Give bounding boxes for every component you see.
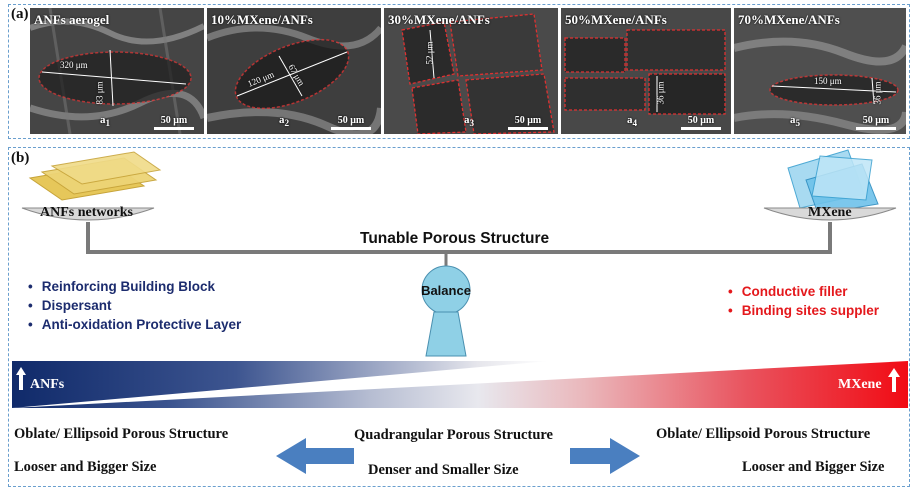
scale-bar: 50 μm <box>681 115 721 130</box>
scale-bar: 50 μm <box>154 115 194 130</box>
up-arrow-shaft <box>19 374 23 390</box>
sem-title: 10%MXene/ANFs <box>211 12 313 27</box>
mxene-flakes-illustration <box>787 149 879 215</box>
sem-image-anfs-aerogel: ANFs aerogel 320 μm 83 μm a1 50 μm <box>30 8 204 134</box>
up-arrow-icon <box>16 367 26 375</box>
scale-bar: 50 μm <box>508 115 548 130</box>
anfs-role-item: Reinforcing Building Block <box>28 279 241 294</box>
sub-label: a5 <box>790 113 801 128</box>
anfs-role-item: Dispersant <box>28 298 241 313</box>
sub-label: a1 <box>100 113 111 128</box>
sem-image-70-mxene: 70%MXene/ANFs 150 μm 36 μm a5 50 μm <box>734 8 906 134</box>
center-size-text: Denser and Smaller Size <box>368 462 519 478</box>
panel-b-balance-schematic <box>8 147 910 487</box>
sem-title: 70%MXene/ANFs <box>738 12 840 27</box>
mxene-bar-label: MXene <box>838 377 882 392</box>
panel-a-sem-images <box>8 4 910 139</box>
sem-title: 30%MXene/ANFs <box>388 12 490 27</box>
anfs-role-item: Anti-oxidation Protective Layer <box>28 317 242 332</box>
sub-label: a4 <box>627 113 638 128</box>
left-scale-plate <box>21 207 155 221</box>
scale-bar: 50 μm <box>856 115 896 130</box>
left-structure-text: Oblate/ Ellipsoid Porous Structure <box>14 426 229 442</box>
up-arrow-shaft <box>892 376 896 392</box>
sem-image-10-mxene: 10%MXene/ANFs 120 μm 67 μm a2 50 μm <box>207 8 381 134</box>
measure-label: 150 μm <box>814 76 842 86</box>
anfs-bar-label: ANFs <box>30 377 65 392</box>
mxene-role-item: Conductive filler <box>728 284 879 299</box>
anfs-networks-label: ANFs networks <box>40 205 133 220</box>
sub-label: a3 <box>464 113 475 128</box>
anfs-network-illustration <box>28 151 162 201</box>
beam-title: Tunable Porous Structure <box>360 230 550 247</box>
right-structure-text: Oblate/ Ellipsoid Porous Structure <box>656 426 871 442</box>
arrow-left <box>276 438 354 474</box>
mxene-role-item: Binding sites suppler <box>728 303 879 318</box>
panel-a-label: (a) <box>11 6 29 22</box>
center-structure-text: Quadrangular Porous Structure <box>354 427 553 443</box>
sem-image-30-mxene: 30%MXene/ANFs 52 μm a3 50 μm <box>384 8 558 134</box>
pore-ellipse <box>769 74 899 106</box>
mxene-role-list: Conductive filler Binding sites suppler <box>728 284 879 322</box>
scale-bar: 50 μm <box>331 115 371 130</box>
panel-b-label: (b) <box>11 150 30 166</box>
measure-label: 320 μm <box>60 60 88 70</box>
balance-label: Balance <box>421 283 471 298</box>
sem-image-50-mxene: 50%MXene/ANFs 36 μm a4 50 μm <box>561 8 731 134</box>
right-scale-plate <box>763 207 897 221</box>
sem-title: ANFs aerogel <box>34 12 110 27</box>
anfs-role-list: Reinforcing Building Block Dispersant An… <box>28 279 242 336</box>
sub-label: a2 <box>279 113 290 128</box>
left-size-text: Looser and Bigger Size <box>14 459 157 475</box>
right-size-text: Looser and Bigger Size <box>742 459 885 475</box>
arrow-right <box>570 438 640 474</box>
balance-beam <box>86 222 832 254</box>
sem-title: 50%MXene/ANFs <box>565 12 667 27</box>
up-arrow-icon <box>888 368 900 377</box>
mxene-label: MXene <box>808 205 852 220</box>
balance-pivot-stand <box>425 311 467 357</box>
